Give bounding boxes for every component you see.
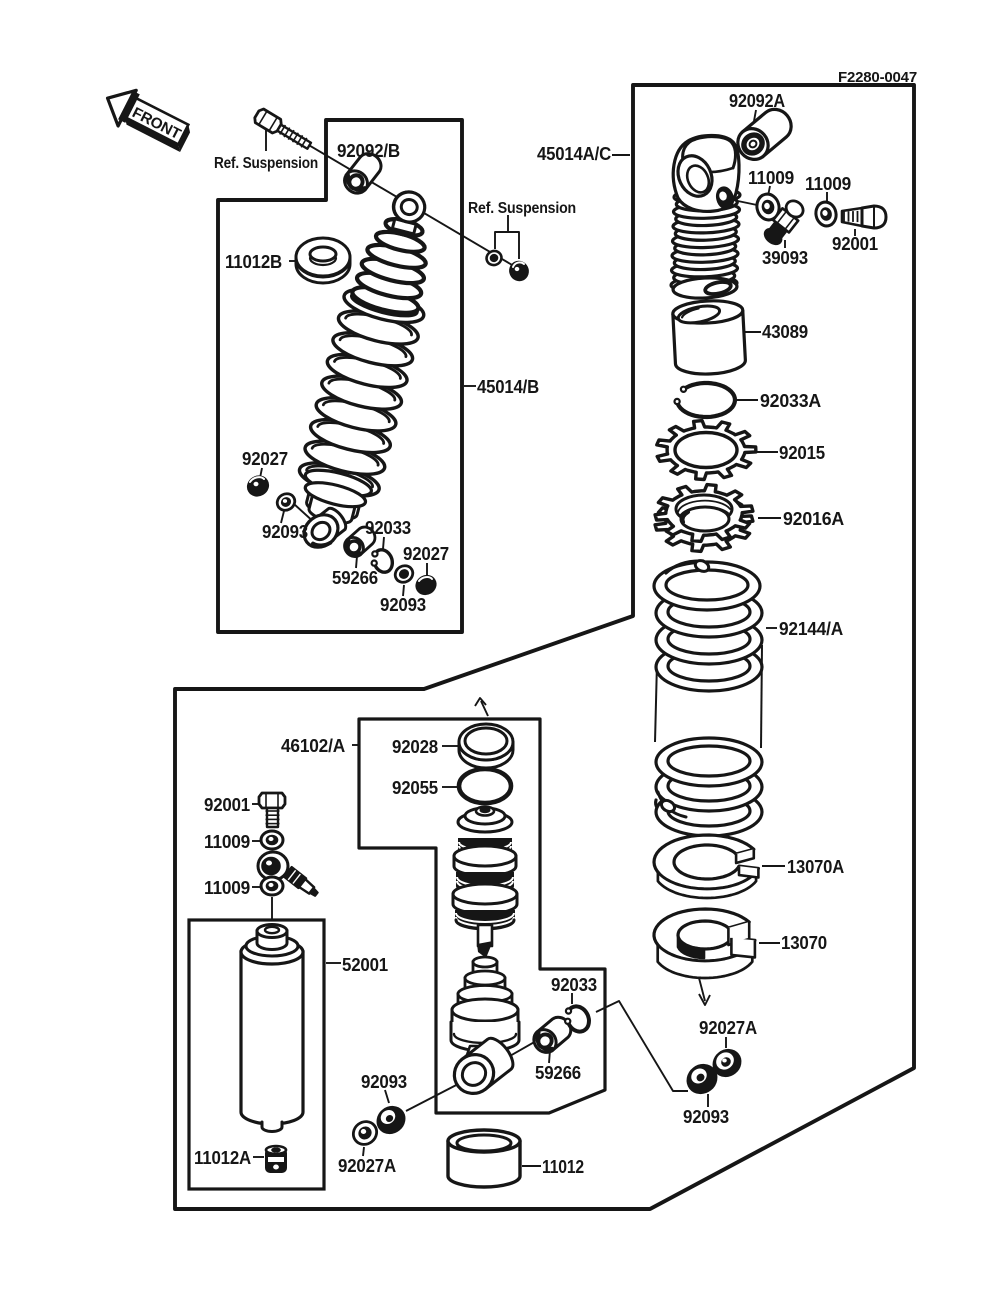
- svg-text:92001: 92001: [832, 234, 878, 254]
- svg-text:11012B: 11012B: [225, 252, 282, 272]
- svg-text:45014/B: 45014/B: [477, 377, 539, 397]
- svg-text:11012: 11012: [542, 1157, 584, 1177]
- svg-text:92028: 92028: [392, 737, 438, 757]
- svg-text:92055: 92055: [392, 778, 438, 798]
- svg-text:11009: 11009: [748, 168, 794, 188]
- svg-text:11009: 11009: [204, 878, 250, 898]
- svg-text:92093: 92093: [380, 595, 426, 615]
- svg-text:43089: 43089: [762, 322, 808, 342]
- svg-text:92033A: 92033A: [760, 391, 821, 411]
- svg-text:59266: 59266: [535, 1063, 581, 1083]
- svg-text:92092/B: 92092/B: [337, 141, 400, 161]
- svg-text:11009: 11009: [204, 832, 250, 852]
- svg-text:92093: 92093: [683, 1107, 729, 1127]
- svg-text:92033: 92033: [551, 975, 597, 995]
- svg-text:13070A: 13070A: [787, 857, 844, 877]
- svg-text:92027: 92027: [242, 449, 288, 469]
- svg-text:92016A: 92016A: [783, 509, 844, 529]
- svg-text:92093: 92093: [262, 522, 308, 542]
- svg-text:Ref. Suspension: Ref. Suspension: [214, 155, 318, 172]
- svg-text:46102/A: 46102/A: [281, 736, 345, 756]
- svg-text:92144/A: 92144/A: [779, 619, 843, 639]
- svg-text:11009: 11009: [805, 174, 851, 194]
- svg-text:13070: 13070: [781, 933, 827, 953]
- svg-text:92033: 92033: [365, 518, 411, 538]
- svg-text:92015: 92015: [779, 443, 825, 463]
- svg-text:Ref. Suspension: Ref. Suspension: [468, 200, 576, 217]
- svg-text:92027: 92027: [403, 544, 449, 564]
- svg-text:39093: 39093: [762, 248, 808, 268]
- svg-text:92093: 92093: [361, 1072, 407, 1092]
- svg-text:92027A: 92027A: [699, 1018, 757, 1038]
- svg-text:11012A: 11012A: [194, 1148, 251, 1168]
- svg-text:59266: 59266: [332, 568, 378, 588]
- svg-text:52001: 52001: [342, 955, 388, 975]
- svg-text:92092A: 92092A: [729, 91, 785, 111]
- svg-text:92001: 92001: [204, 795, 250, 815]
- svg-text:F2280-0047: F2280-0047: [838, 69, 917, 86]
- svg-text:45014A/C: 45014A/C: [537, 144, 611, 164]
- svg-text:92027A: 92027A: [338, 1156, 396, 1176]
